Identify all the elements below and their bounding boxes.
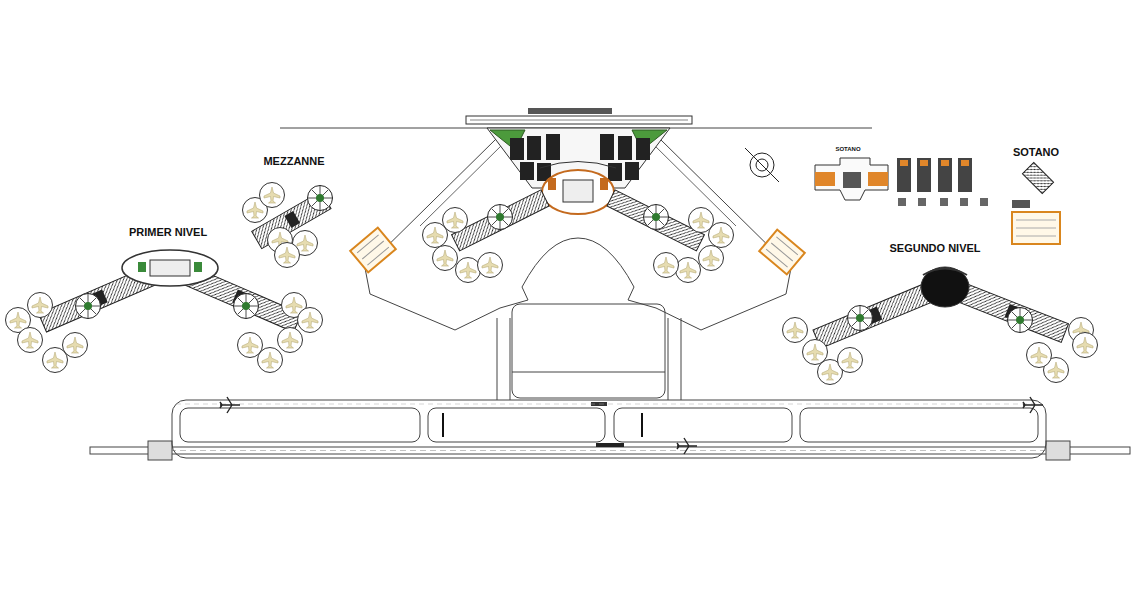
level-label: SEGUNDO NIVEL <box>888 242 981 254</box>
level-label: PRIMER NIVEL <box>128 226 208 238</box>
level-label: MEZZANNE <box>262 155 325 167</box>
level-label: SOTANO <box>834 146 861 153</box>
level-label: SOTANO <box>1012 146 1060 158</box>
